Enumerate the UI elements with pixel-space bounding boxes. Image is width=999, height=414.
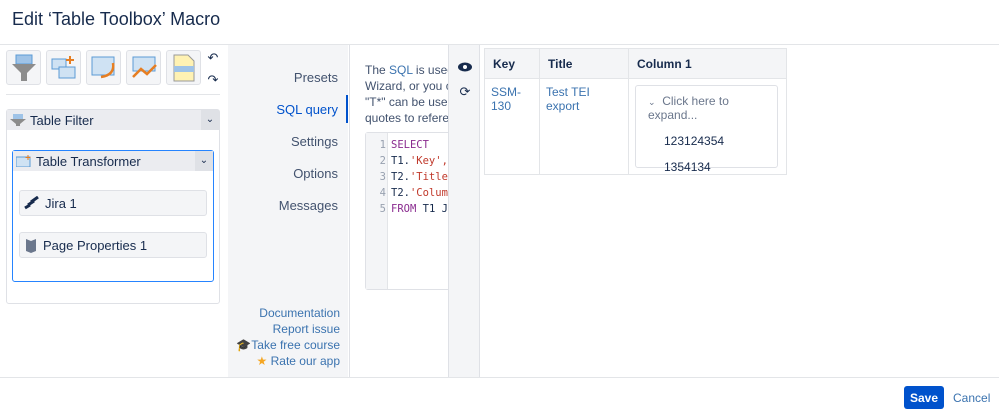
table-row: SSM-130 Test TEI export ⌄ Click here to … <box>484 78 787 175</box>
table-transformer-label: Table Transformer <box>36 153 141 169</box>
settings-nav: Presets SQL query Settings Options Messa… <box>228 45 348 377</box>
code-token: 4 <box>379 187 386 199</box>
cell-value: 1354134 <box>664 160 711 174</box>
report-issue-link[interactable]: Report issue <box>272 322 340 336</box>
issue-title-link[interactable]: Test TEI export <box>546 85 590 113</box>
nav-settings[interactable]: Settings <box>291 134 338 149</box>
chevron-down-icon: ⌄ <box>648 97 656 107</box>
issue-key-link[interactable]: SSM-130 <box>491 85 521 113</box>
jira-icon <box>24 196 39 210</box>
chevron-down-icon[interactable]: ⌄ <box>201 110 219 130</box>
nav-messages[interactable]: Messages <box>278 198 338 213</box>
help-links: Documentation Report issue 🎓Take free co… <box>236 305 340 369</box>
table-spreadsheet-icon <box>91 56 114 78</box>
course-label: Take free course <box>251 338 340 352</box>
cell-value: 123124354 <box>664 134 725 148</box>
save-button[interactable]: Save <box>904 386 944 409</box>
graduation-cap-icon: 🎓 <box>236 338 252 352</box>
code-line: 3 T2.'Title <box>366 169 448 185</box>
source-page-properties[interactable]: Page Properties 1 <box>19 232 207 258</box>
rate-label: Rate our app <box>270 354 340 368</box>
code-token: SELECT <box>391 139 429 151</box>
table-filter-header: Table Filter ⌄ <box>7 110 219 130</box>
documentation-link[interactable]: Documentation <box>259 306 340 320</box>
divider <box>6 94 220 95</box>
excerpt-icon <box>173 54 194 81</box>
desc-text: is used t <box>415 63 448 77</box>
preview-table: Key Title Column 1 SSM-130 Test TEI expo… <box>484 48 787 175</box>
code-token: 'Title <box>409 171 448 183</box>
expand-block[interactable]: ⌄ Click here to expand... 123124354 1354… <box>635 85 778 174</box>
sql-link[interactable]: SQL <box>389 63 413 77</box>
refresh-icon[interactable]: ⟳ <box>459 84 471 99</box>
table-filter-icon <box>10 114 26 126</box>
chevron-down-icon[interactable]: ⌄ <box>195 151 213 171</box>
chart-button[interactable] <box>126 50 161 85</box>
line-gutter <box>366 133 388 289</box>
table-filter-icon <box>11 54 36 81</box>
table-transformer-icon <box>51 55 75 78</box>
desc-text: The <box>365 63 390 77</box>
sql-description: The SQL is used t Wizard, or you ca "T*"… <box>365 62 448 126</box>
nav-sql-query[interactable]: SQL query <box>276 102 338 117</box>
source-jira[interactable]: Jira 1 <box>19 190 207 216</box>
eye-icon[interactable] <box>457 60 473 76</box>
code-line: 4 T2.'Colum <box>366 185 448 201</box>
page-properties-icon <box>26 239 36 253</box>
source-label: Page Properties 1 <box>43 237 148 253</box>
table-transformer-header: Table Transformer ⌄ <box>13 151 213 171</box>
table-filter-button[interactable] <box>6 50 41 85</box>
desc-text: quotes to referen <box>365 111 448 125</box>
code-line: 5 FROM T1 J <box>366 201 448 217</box>
code-token: 3 <box>379 171 386 183</box>
code-token: 'Key', <box>409 155 448 167</box>
code-token: T1 J <box>416 203 448 215</box>
excerpt-button[interactable] <box>166 50 201 85</box>
macro-tree-panel: ↶ ↷ Table Filter ⌄ Table Transformer ⌄ J… <box>0 45 228 377</box>
desc-text: Wizard, or you ca <box>365 79 448 93</box>
nav-options[interactable]: Options <box>293 166 338 181</box>
code-token: T2. <box>391 187 410 199</box>
code-token: 2 <box>379 155 386 167</box>
code-token: 5 <box>379 203 386 215</box>
code-token: T1. <box>391 155 410 167</box>
table-transformer-node[interactable]: Table Transformer ⌄ Jira 1 Page Properti… <box>12 150 214 282</box>
code-line: 2 T1.'Key', <box>366 153 448 169</box>
sql-query-panel: The SQL is used t Wizard, or you ca "T*"… <box>349 45 448 377</box>
key-cell: SSM-130 <box>484 78 540 175</box>
active-indicator <box>346 95 348 123</box>
desc-text: "T*" can be used <box>365 95 448 109</box>
star-icon: ★ <box>256 354 268 368</box>
column1-cell: ⌄ Click here to expand... 123124354 1354… <box>628 78 787 175</box>
nav-presets[interactable]: Presets <box>293 70 338 85</box>
undo-icon[interactable]: ↶ <box>207 50 219 65</box>
cancel-button[interactable]: Cancel <box>953 391 991 405</box>
chart-icon <box>131 56 157 78</box>
table-transformer-icon <box>16 155 31 167</box>
code-token: T2. <box>391 171 410 183</box>
rate-app-link[interactable]: ★ Rate our app <box>236 353 341 369</box>
table-transformer-button[interactable] <box>46 50 81 85</box>
code-line: 1 SELECT <box>366 137 448 153</box>
table-filter-label: Table Filter <box>30 112 94 128</box>
macro-toolbar <box>6 50 201 85</box>
divider <box>0 377 999 378</box>
column-header: Key <box>484 48 540 79</box>
column-header: Column 1 <box>628 48 787 79</box>
divider <box>0 44 999 45</box>
preview-toolbar: ⟳ <box>448 45 480 377</box>
code-token: 1 <box>379 139 386 151</box>
column-header: Title <box>539 48 629 79</box>
code-token: FROM <box>391 203 417 215</box>
take-course-link[interactable]: 🎓Take free course <box>236 337 340 353</box>
table-spreadsheet-button[interactable] <box>86 50 121 85</box>
code-token: 'Colum <box>409 187 448 199</box>
redo-icon[interactable]: ↷ <box>207 72 219 87</box>
source-label: Jira 1 <box>45 195 77 211</box>
dialog-title: Edit ‘Table Toolbox’ Macro <box>12 9 221 29</box>
title-cell: Test TEI export <box>539 78 629 175</box>
expand-label[interactable]: Click here to expand... <box>648 94 729 122</box>
